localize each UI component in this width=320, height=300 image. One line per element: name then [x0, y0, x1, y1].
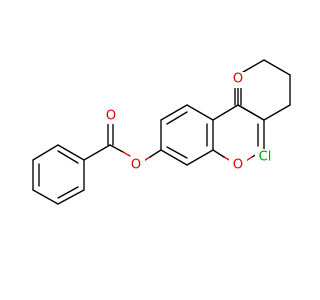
ester-linkage [83, 117, 162, 163]
ring-oxygen-label: O [233, 158, 243, 173]
chlorophenyl-ring [237, 59, 291, 121]
chemical-structure-diagram: O O O O Cl [32, 59, 291, 205]
chromone-benzo-ring [160, 104, 214, 166]
atom-labels: O O O O Cl [102, 72, 275, 173]
chlorine-label: Cl [259, 150, 272, 165]
carbonyl-oxygen-label: O [233, 72, 243, 87]
ester-carbonyl-oxygen-label: O [106, 109, 116, 124]
benzoyl-phenyl-ring [32, 144, 85, 205]
ester-oxygen-label: O [131, 158, 141, 173]
